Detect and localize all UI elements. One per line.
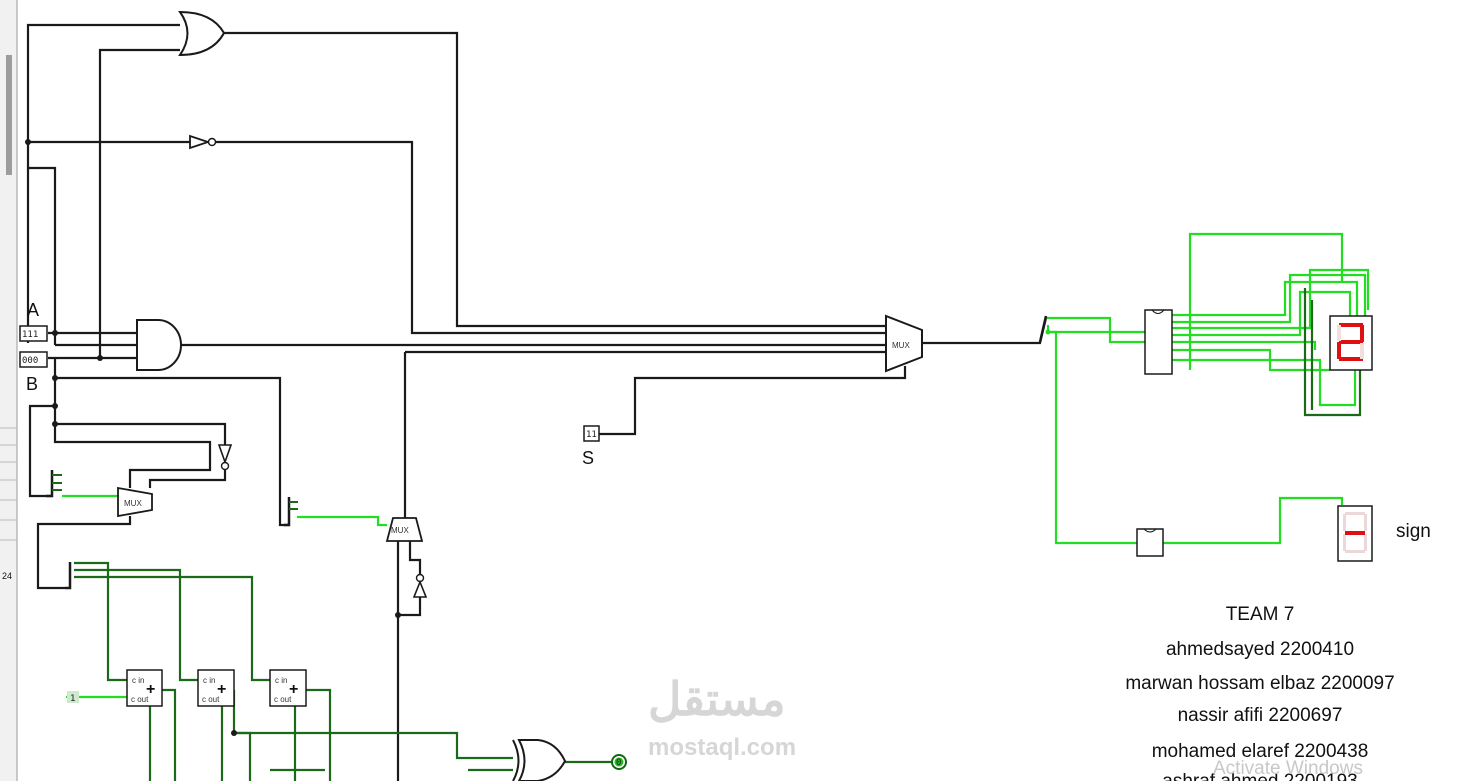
team-member-4: mohamed elaref 2200438: [1151, 741, 1369, 762]
left-scroll-strip[interactable]: [0, 0, 18, 781]
mux-lower-label: MUX: [391, 526, 409, 535]
adder-3-cin: c in: [275, 676, 287, 685]
mux-lower[interactable]: MUX: [385, 517, 424, 542]
or-gate[interactable]: [178, 10, 226, 57]
adder-1-plus: +: [146, 681, 155, 698]
adder-3[interactable]: c in c out +: [269, 669, 307, 707]
adder-2-cin: c in: [203, 676, 215, 685]
input-a-label: A: [27, 300, 39, 320]
ruler-number: 24: [2, 571, 12, 581]
watermark-activate: Activate Windows: [1213, 758, 1363, 779]
sign-label: sign: [1396, 521, 1431, 542]
input-b-value: 000: [22, 356, 38, 366]
and-gate[interactable]: [136, 319, 182, 371]
splitter-mid[interactable]: [284, 497, 298, 527]
mux-left[interactable]: MUX: [117, 486, 153, 518]
select-value: 11: [586, 430, 597, 440]
splitter-adder[interactable]: [65, 562, 72, 590]
not-gate-top[interactable]: [189, 134, 217, 150]
team-member-3: nassir afifi 2200697: [1177, 705, 1343, 726]
adder-2-plus: +: [217, 681, 226, 698]
team-member-5: ashraf ahmed 2200193: [1060, 771, 1460, 781]
green-wires: [62, 232, 1370, 699]
watermark-brand-arabic: مستقل: [648, 673, 786, 725]
splitter-left[interactable]: [46, 470, 62, 498]
team-title: TEAM 7: [1225, 604, 1295, 625]
adder-3-cout: c out: [274, 695, 292, 704]
watermark-brand-latin: mostaql.com: [648, 734, 797, 761]
not-gate-lower[interactable]: [412, 573, 428, 598]
junction-dots: [25, 139, 1051, 736]
select-pin[interactable]: 11: [583, 425, 600, 442]
adder-2-cout: c out: [202, 695, 220, 704]
output-probe-value: 0: [616, 758, 621, 768]
xor-gate[interactable]: [512, 739, 567, 781]
sign-display: -: [1337, 505, 1373, 562]
input-b-pin[interactable]: 000: [19, 351, 48, 368]
adder-1-cout: c out: [131, 695, 149, 704]
main-mux-label: MUX: [892, 341, 910, 350]
output-probe[interactable]: 0: [611, 754, 627, 770]
team-member-2: marwan hossam elbaz 2200097: [1125, 673, 1395, 694]
input-a-pin[interactable]: 111: [19, 325, 48, 342]
team-member-1: ahmedsayed 2200410: [1165, 639, 1355, 660]
dark-green-wires: [74, 288, 1362, 781]
constant-one-value: 1: [70, 694, 75, 704]
bcd-decoder[interactable]: [1144, 309, 1173, 375]
input-a-value: 111: [22, 330, 38, 340]
mux-left-label: MUX: [124, 499, 142, 508]
black-wires: [26, 23, 1048, 781]
adder-1-cin: c in: [132, 676, 144, 685]
seven-segment-digit: 2: [1329, 315, 1373, 371]
adder-2[interactable]: c in c out +: [197, 669, 235, 707]
select-label: S: [582, 448, 594, 468]
adder-1[interactable]: c in c out +: [126, 669, 163, 707]
input-b-label: B: [26, 374, 38, 394]
sign-decoder[interactable]: [1136, 528, 1164, 557]
not-gate-left[interactable]: [217, 444, 233, 471]
splitter-main[interactable]: [1038, 315, 1048, 343]
adder-3-plus: +: [289, 681, 298, 698]
seven-segment-value: 2: [1355, 349, 1356, 351]
main-mux[interactable]: MUX: [885, 314, 923, 373]
constant-one[interactable]: 1: [67, 691, 79, 704]
